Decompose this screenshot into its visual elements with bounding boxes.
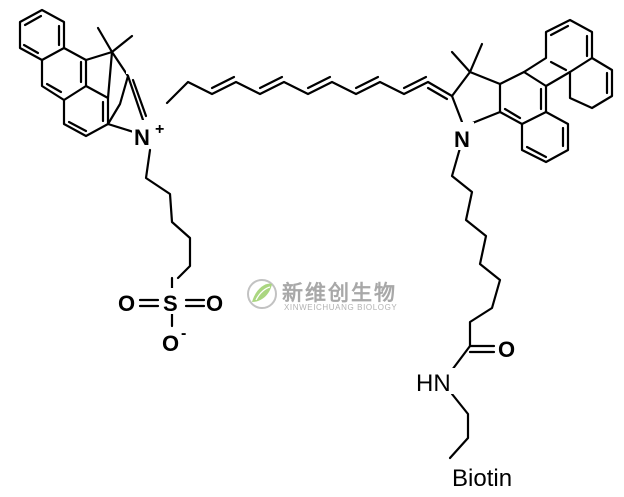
- atom-o-minus: O: [162, 331, 179, 356]
- left-five-ring-fix: [126, 70, 132, 74]
- right-hexanoyl-chain: [448, 146, 502, 460]
- atom-n-left: N: [134, 125, 150, 150]
- atom-s: S: [163, 291, 178, 316]
- watermark-chinese: 新维创生物: [282, 281, 397, 305]
- left-indolium-core: [18, 8, 148, 138]
- biotin-label: Biotin: [452, 465, 512, 492]
- atom-o-right: O: [206, 291, 223, 316]
- polymethine-bridge: [165, 75, 454, 105]
- atom-o-amide: O: [498, 337, 515, 362]
- atom-labels: N + N S O O O - O HN Biotin: [118, 120, 515, 492]
- atom-nh: HN: [416, 370, 451, 397]
- atom-n-right: N: [454, 127, 470, 152]
- watermark: 新维创生物 XINWEICHUANG BIOLOGY: [247, 279, 397, 312]
- watermark-english: XINWEICHUANG BIOLOGY: [284, 303, 397, 312]
- atom-o-left: O: [118, 291, 135, 316]
- right-indole-core: [450, 18, 614, 164]
- charge-minus: -: [181, 325, 186, 342]
- charge-plus: +: [155, 121, 164, 138]
- leaf-logo-icon: [247, 279, 277, 309]
